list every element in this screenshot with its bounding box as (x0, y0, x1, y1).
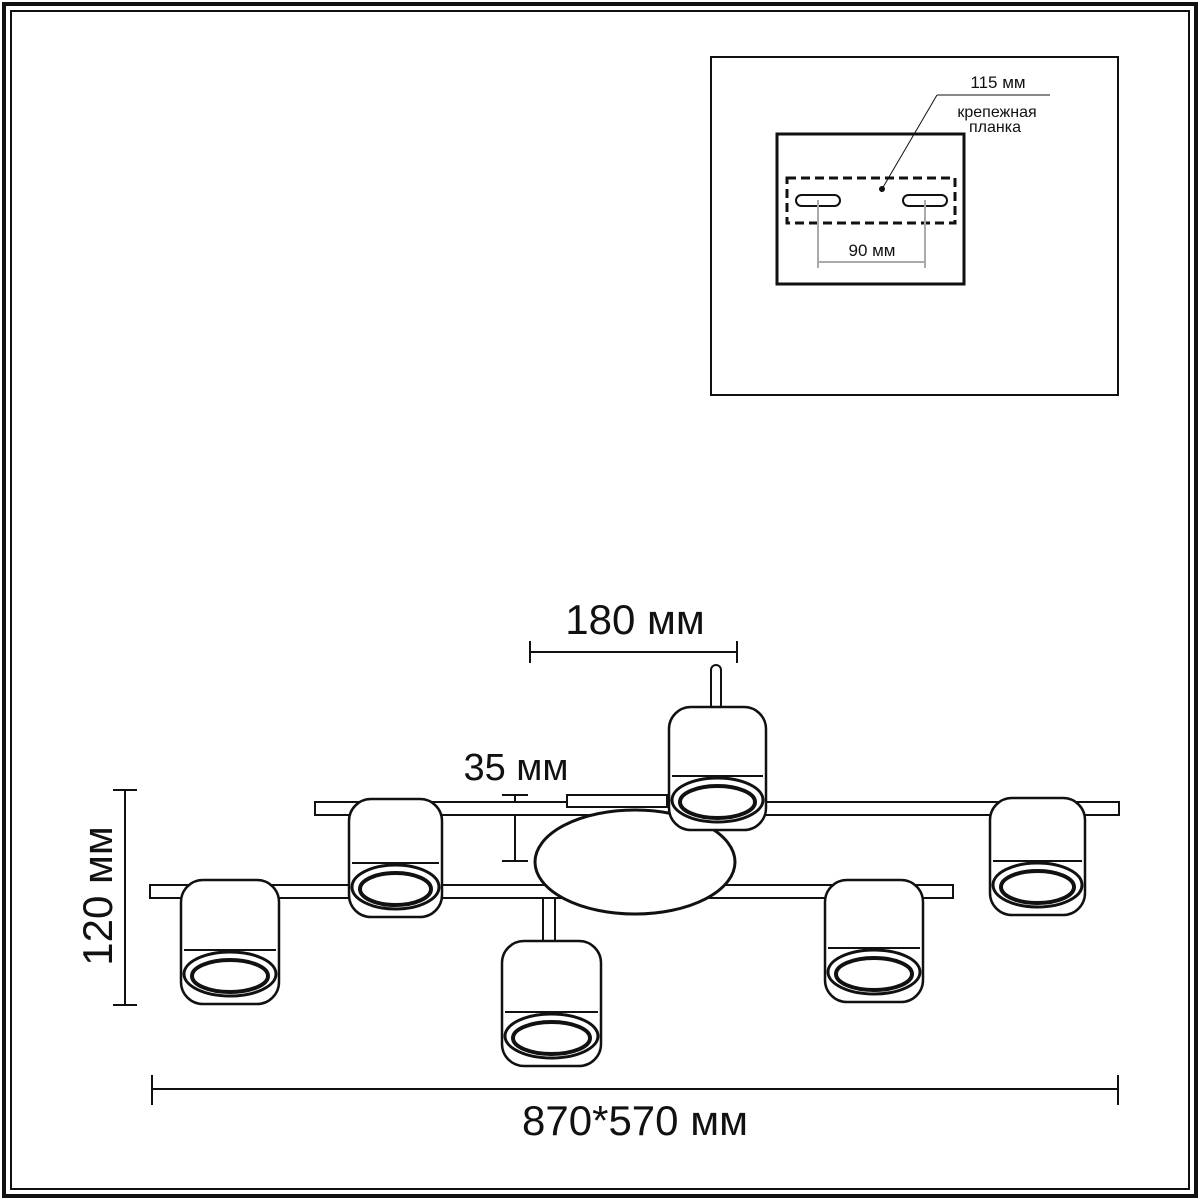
lamp-heads (179, 705, 1087, 1068)
lamp-front-right-lens (834, 956, 914, 992)
hole-spacing-label: 90 мм (848, 241, 895, 260)
lamp-front-right (823, 878, 925, 1004)
mounting-detail-inset: 115 мм крепежная планка 90 мм (710, 56, 1119, 396)
front-lamp-stem (542, 897, 556, 947)
bracket-name-line1: крепежная (957, 104, 1036, 121)
lamp-front-center-lens (511, 1020, 592, 1056)
center-plate (566, 794, 668, 808)
lamp-back-right-lens (999, 869, 1076, 905)
bracket-length-label: 115 мм (970, 73, 1025, 92)
central-canopy (533, 808, 737, 916)
top-lamp-stem (710, 664, 722, 711)
bracket-name-line2: планка (969, 119, 1021, 136)
mounting-bracket (785, 176, 957, 225)
top-width-dimension (529, 641, 738, 663)
lamp-top (667, 705, 768, 832)
bracket-leader-line (881, 94, 938, 190)
lamp-front-center (500, 939, 603, 1068)
lamp-front-left-lens (190, 958, 270, 994)
overall-size-label: 870*570 мм (522, 1097, 748, 1144)
canopy-height-label: 35 мм (463, 747, 568, 789)
lamp-front-left (179, 878, 281, 1006)
lamp-back-left (347, 797, 444, 919)
top-width-label: 180 мм (565, 596, 705, 643)
canopy-outline (775, 132, 966, 286)
total-height-label: 120 мм (74, 826, 121, 966)
lamp-back-left-lens (358, 871, 433, 907)
hole-spacing-dimension (817, 200, 926, 268)
total-height-dimension (113, 789, 137, 1006)
lamp-top-lens (678, 784, 757, 820)
overall-size-dimension (151, 1075, 1119, 1105)
lamp-back-right (988, 796, 1087, 917)
